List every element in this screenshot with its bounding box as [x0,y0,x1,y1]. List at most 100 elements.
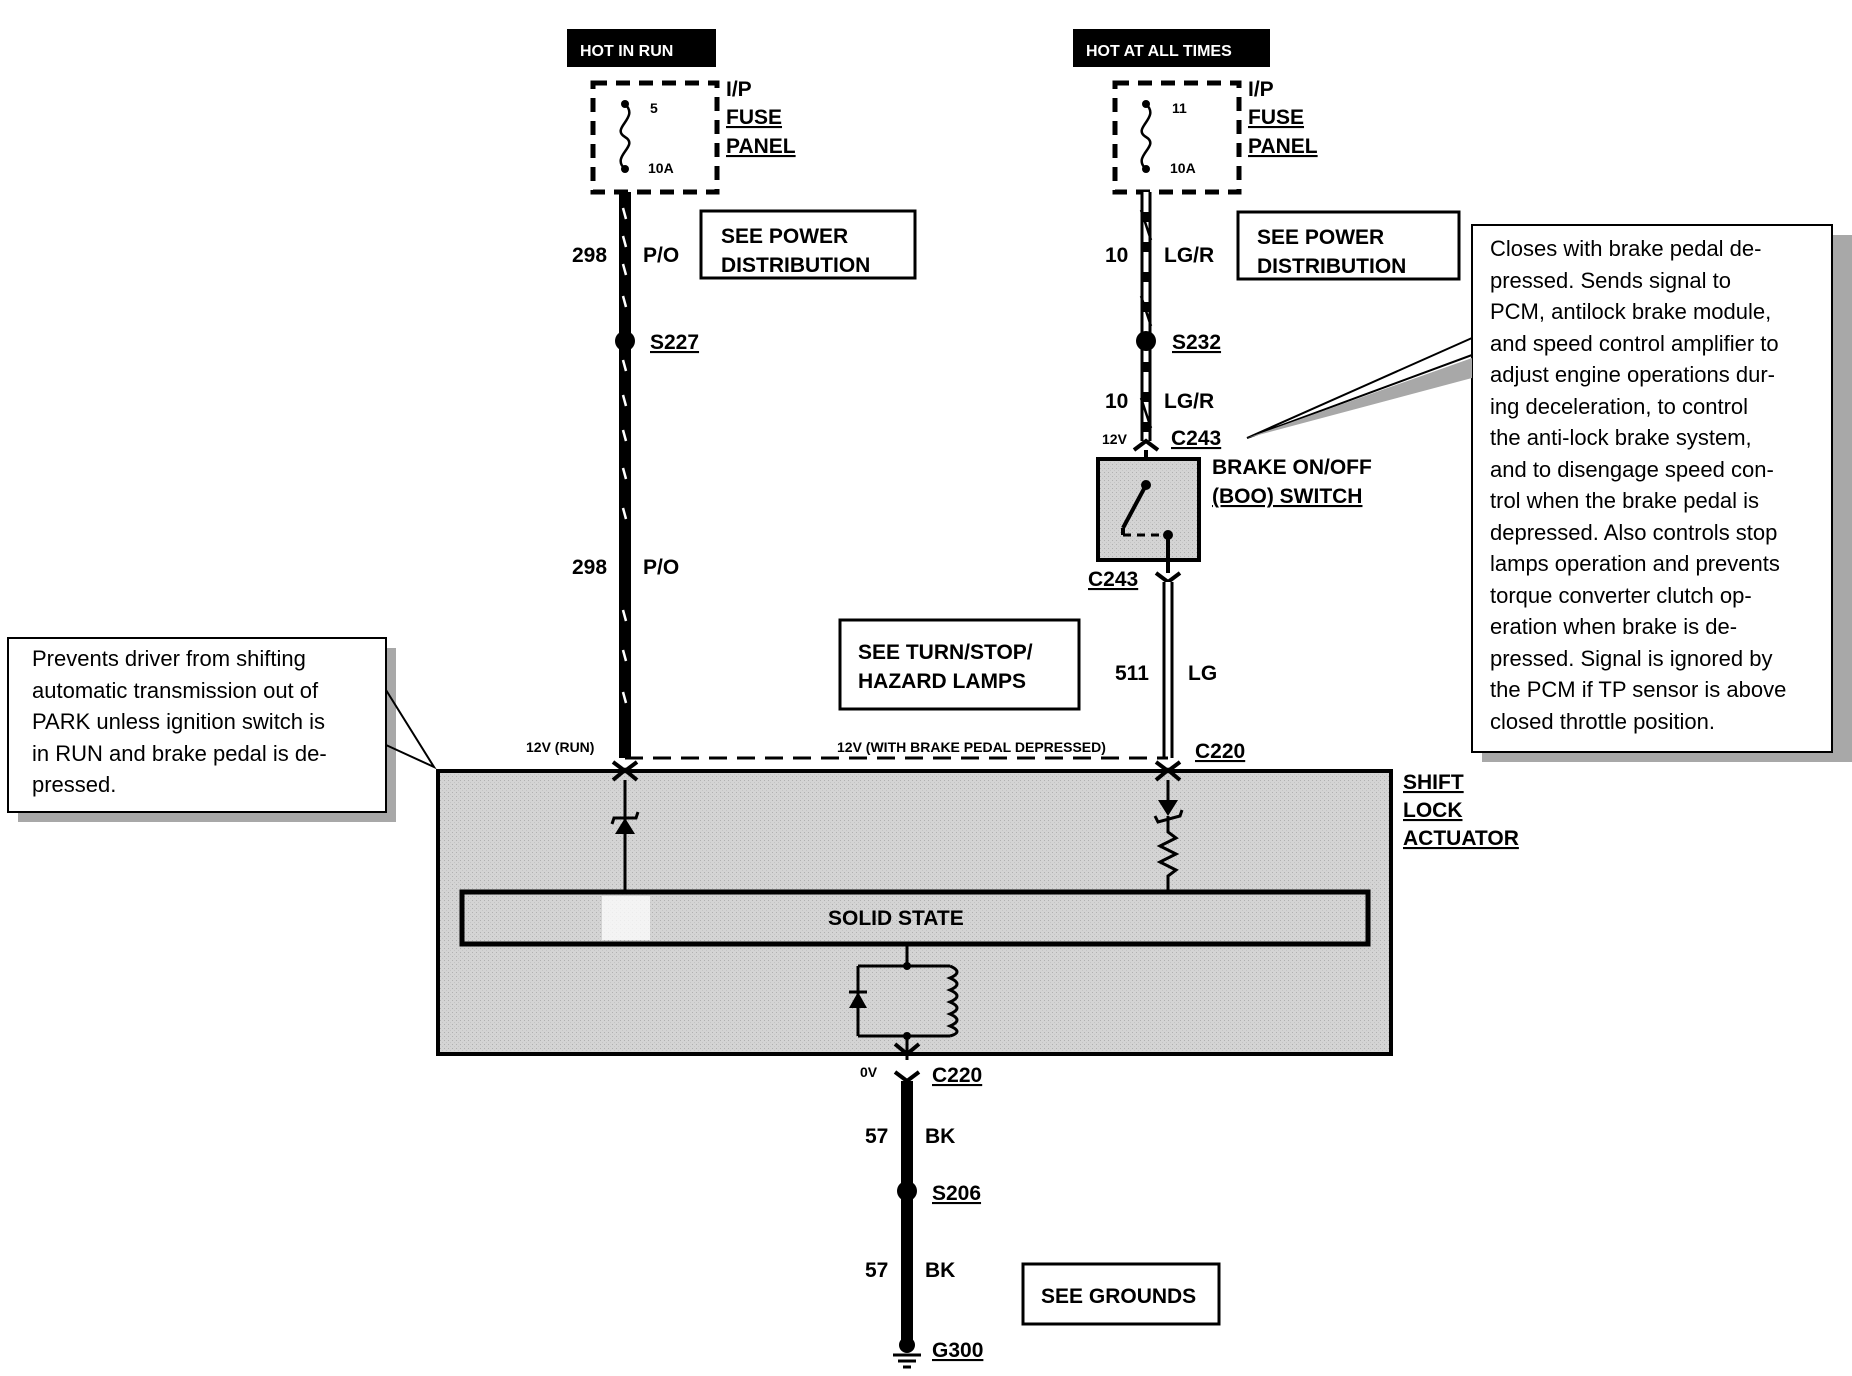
c220-top-label: C220 [1195,740,1245,763]
actuator-label-1: SHIFT [1403,771,1464,794]
shift-note-line: Prevents driver from shifting [32,646,306,671]
right-panel-label-2: FUSE [1248,106,1304,129]
boo-note-line: lamps operation and prevents [1490,551,1780,576]
shift-note-pointer [385,689,437,770]
right-fuse: 11 10A [1112,80,1242,195]
c243-bottom-connector [1154,571,1182,585]
boo-switch-label-2: (BOO) SWITCH [1212,485,1362,508]
hot-in-run-text: HOT IN RUN [580,43,673,60]
boo-note-line: Closes with brake pedal de- [1490,236,1762,261]
boo-note-line: and to disengage speed con- [1490,456,1774,482]
c220-left-connector [611,760,639,782]
actuator-label-3: ACTUATOR [1403,827,1519,850]
see-turn-stop-line-2: HAZARD LAMPS [858,670,1026,693]
see-power-right-line-1: SEE POWER [1257,226,1384,249]
see-power-distribution-right[interactable] [1236,210,1461,281]
shift-note-line: automatic transmission out of [32,677,319,703]
wire-10-upper-number: 10 [1105,244,1128,267]
actuator-label-2: LOCK [1403,799,1463,822]
c220-bottom-label: C220 [932,1064,982,1087]
wire-57-lower-color: BK [925,1259,955,1282]
right-fuse-number: 11 [1172,100,1187,116]
shift-note-line: PARK unless ignition switch is [32,709,326,734]
see-power-left-line-2: DISTRIBUTION [721,254,870,277]
c243-top-label: C243 [1171,427,1221,450]
see-power-distribution-left[interactable] [699,209,917,280]
splice-s227-label: S227 [650,331,699,354]
wire-10-upper-color: LG/R [1164,244,1214,267]
left-fuse: 5 10A [590,80,720,195]
wire-10-lower-number: 10 [1105,390,1128,413]
see-power-left-line-1: SEE POWER [721,225,848,248]
splice-s232-label: S232 [1172,331,1221,354]
shift-note-line: in RUN and brake pedal is de- [32,740,327,766]
ground-g300-label: G300 [932,1339,983,1362]
boo-switch-label-1: BRAKE ON/OFF [1212,456,1372,479]
hot-at-all-times-text: HOT AT ALL TIMES [1086,43,1232,60]
boo-note-line: the PCM if TP sensor is above [1490,677,1787,702]
wire-57-upper-color: BK [925,1125,955,1148]
boo-note-line: the anti-lock brake system, [1490,425,1752,450]
wire-298-upper-color: P/O [643,244,679,267]
splice-s227 [615,331,635,351]
boo-input-voltage: 12V [1102,431,1128,447]
boo-note-line: adjust engine operations dur- [1490,362,1775,387]
boo-note-box [1471,224,1833,753]
boo-note-pointer [1246,337,1473,439]
shift-note-text: Prevents driver from shifting automatic t… [32,643,382,801]
see-turn-stop-line-1: SEE TURN/STOP/ [858,641,1033,664]
wire-511-color: LG [1188,662,1217,685]
left-fuse-rating: 10A [648,160,674,176]
c243-bottom-label: C243 [1088,568,1138,591]
diode-resistor-right [1153,780,1184,892]
shift-note-line: pressed. [32,772,117,797]
left-panel-label-2: FUSE [726,106,782,129]
c243-top-connector [1132,438,1160,452]
boo-note-text: Closes with brake pedal de-pressed. Send… [1490,233,1830,737]
splice-s206-label: S206 [932,1182,981,1205]
splice-s206 [897,1181,917,1201]
see-turn-stop-hazard-lamps[interactable] [838,618,1081,711]
right-panel-label-3: PANEL [1248,135,1318,158]
boo-note-line: closed throttle position. [1490,708,1716,734]
see-grounds[interactable] [1021,1262,1221,1326]
zener-diode-left [610,780,640,892]
boo-note-line: pressed. Signal is ignored by [1490,645,1773,671]
wire-57-upper-number: 57 [865,1125,888,1148]
left-panel-label-1: I/P [726,78,752,101]
wire-57-lower-number: 57 [865,1259,888,1282]
ground-symbol [893,1337,921,1369]
boo-note-line: trol when the brake pedal is [1490,488,1760,513]
boo-note-line: depressed. Also controls stop [1490,519,1778,545]
boo-note-line: ing deceleration, to control [1490,393,1749,419]
run-voltage-label: 12V (RUN) [526,739,594,755]
wire-298-upper-number: 298 [572,244,607,267]
brake-voltage-label: 12V (WITH BRAKE PEDAL DEPRESSED) [837,739,1106,755]
right-panel-label-1: I/P [1248,78,1274,101]
brake-on-off-switch [1096,457,1201,562]
see-grounds-label: SEE GROUNDS [1041,1285,1196,1308]
wire-511-number: 511 [1115,662,1149,685]
boo-note-line: eration when brake is de- [1490,614,1738,639]
left-panel-label-3: PANEL [726,135,796,158]
boo-note-line: and speed control amplifier to [1490,330,1779,356]
right-fuse-rating: 10A [1170,160,1196,176]
wire-298-lower-color: P/O [643,556,679,579]
left-fuse-number: 5 [650,100,658,116]
boo-note-line: torque converter clutch op- [1490,582,1752,608]
see-power-right-line-2: DISTRIBUTION [1257,255,1406,278]
hot-at-all-times-tag [1073,29,1270,67]
shift-note-box [7,637,387,813]
boo-note-line: PCM, antilock brake module, [1490,299,1772,324]
hot-in-run-tag [567,29,716,67]
ground-voltage-label: 0V [860,1064,878,1080]
boo-note-line: pressed. Sends signal to [1490,267,1731,293]
wire-298-lower-number: 298 [572,556,607,579]
c220-bottom-connector [893,1042,921,1057]
splice-s232 [1136,331,1156,351]
solid-state-label: SOLID STATE [828,907,964,930]
c220-right-connector [1154,760,1182,782]
wire-10-lower-color: LG/R [1164,390,1214,413]
solenoid-coil [849,944,959,1060]
